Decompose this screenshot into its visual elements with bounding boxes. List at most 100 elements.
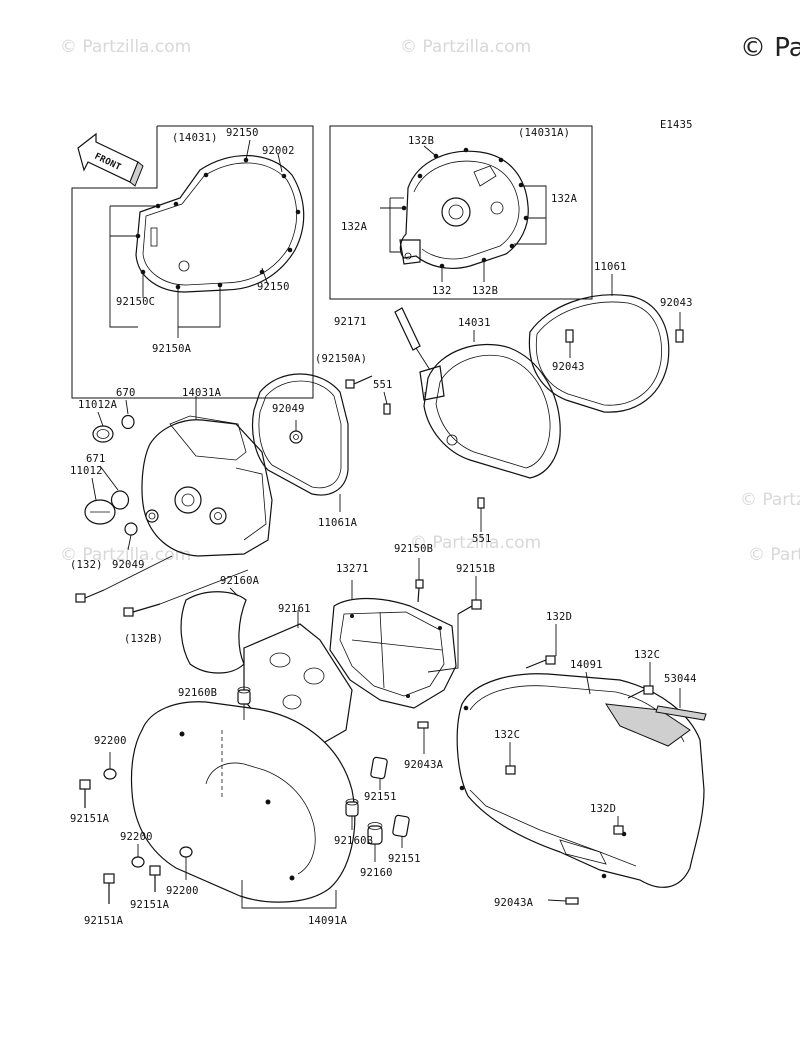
part-label: 92043A — [404, 759, 444, 771]
part-53044-pad — [655, 688, 707, 721]
part-13271-plate — [329, 580, 457, 709]
part-label: 92043 — [660, 297, 693, 309]
part-label: 92151B — [456, 563, 495, 575]
watermark-text: © Partzilla.com — [400, 37, 531, 57]
part-label: 92200 — [166, 885, 199, 897]
inset-box-14031A — [329, 125, 593, 300]
part-label: 92151 — [364, 791, 397, 803]
part-132B-bolt — [123, 569, 249, 617]
part-132-bolt — [75, 555, 173, 603]
part-92150A-bolt — [345, 375, 373, 389]
bolt-hole-icon — [401, 147, 529, 269]
part-92160B-bushing — [237, 686, 359, 830]
part-label: 670 — [116, 387, 136, 399]
part-label: 92151A — [130, 899, 170, 911]
part-label: 92150C — [116, 296, 155, 308]
part-label: 132D — [546, 611, 572, 623]
watermark-text: © Partzilla.com — [748, 545, 800, 565]
watermark-text: © Partzilla.com — [410, 533, 541, 553]
part-671-o-ring — [99, 465, 130, 510]
part-label: 14031A — [182, 387, 222, 399]
part-132D-bolt — [525, 624, 624, 835]
cover-slot-icon — [150, 227, 158, 247]
part-label: 671 — [86, 453, 106, 465]
part-label: 92151A — [70, 813, 110, 825]
part-label: 92161 — [278, 603, 311, 615]
part-92160A-damper — [180, 587, 247, 674]
watermark-text: © Partzilla.com — [60, 37, 191, 57]
part-label: 132C — [494, 729, 520, 741]
part-label: (14031A) — [518, 127, 570, 139]
part-label: 132B — [408, 135, 434, 147]
part-label: 551 — [472, 533, 492, 545]
part-label: 92151 — [388, 853, 421, 865]
part-label: 132B — [472, 285, 498, 297]
part-14091-cover — [456, 671, 705, 888]
part-551-dowel — [383, 391, 485, 532]
part-label: 92200 — [94, 735, 127, 747]
part-92043-dowel — [565, 312, 684, 358]
part-label: (92150A) — [315, 353, 367, 365]
part-label: 92160B — [178, 687, 217, 699]
part-label: 551 — [373, 379, 393, 391]
part-14031-housing — [419, 330, 561, 479]
part-label: 13271 — [336, 563, 369, 575]
part-label: 132 — [432, 285, 452, 297]
part-label: 92150 — [257, 281, 290, 293]
part-label: 92049 — [112, 559, 145, 571]
watermark-text: © Partzilla.com — [60, 545, 191, 565]
part-label: 14091 — [570, 659, 603, 671]
part-label: 92150B — [394, 543, 433, 555]
part-label: 11061A — [318, 517, 358, 529]
part-label: 92150 — [226, 127, 259, 139]
watermarks: © Partzilla.com © Partzilla.com © Partzi… — [60, 33, 800, 565]
part-11012A-cap — [92, 411, 114, 443]
part-label: 53044 — [664, 673, 697, 685]
part-92151A-bolt — [79, 779, 161, 904]
part-label: 14031 — [458, 317, 491, 329]
diagram-id: E1435 — [660, 119, 693, 131]
part-92049-oil-seal — [124, 509, 159, 551]
part-label: 132A — [551, 193, 578, 205]
part-92200-washer — [103, 752, 193, 880]
part-92150B-bolt — [415, 558, 424, 603]
part-label: 92002 — [262, 145, 295, 157]
part-14031A-housing — [141, 396, 273, 557]
part-label: 132A — [341, 221, 368, 233]
watermark-corner-text: © Pa — [740, 33, 800, 63]
part-label: 92150A — [152, 343, 192, 355]
part-92043A-dowel — [417, 721, 579, 905]
part-label: 92200 — [120, 831, 153, 843]
part-label: 92160A — [220, 575, 260, 587]
part-11012-cap — [84, 477, 116, 525]
part-label: (132B) — [124, 633, 163, 645]
part-label: 92049 — [272, 403, 305, 415]
part-label: 92171 — [334, 316, 367, 328]
part-92171-bolt — [394, 307, 431, 371]
part-11061-gasket — [528, 274, 670, 413]
bolt-hole-icon — [135, 157, 301, 290]
part-label: 14091A — [308, 915, 348, 927]
part-label: 92151A — [84, 915, 124, 927]
watermark-text: © Partzilla.com — [740, 490, 800, 510]
part-label: (132) — [70, 559, 103, 571]
part-label: (14031) — [172, 132, 218, 144]
part-label: 11012A — [78, 399, 118, 411]
part-label: 11012 — [70, 465, 103, 477]
part-label: 11061 — [594, 261, 627, 273]
part-label: 92160 — [360, 867, 393, 879]
part-label: 132D — [590, 803, 616, 815]
part-92151B-bolt — [427, 576, 482, 673]
part-92151-collar — [370, 756, 410, 848]
part-670-o-ring — [121, 399, 135, 430]
part-labels: (14031) 92150 92002 92150C 92150 92150A … — [70, 127, 697, 927]
inset-box-14031 — [71, 125, 314, 399]
part-132C-bolt — [505, 662, 654, 775]
part-label: 92043A — [494, 897, 534, 909]
part-11061A-gasket — [251, 373, 349, 512]
part-label: 92043 — [552, 361, 585, 373]
front-arrow-icon: FRONT — [77, 132, 144, 187]
part-label: 132C — [634, 649, 660, 661]
